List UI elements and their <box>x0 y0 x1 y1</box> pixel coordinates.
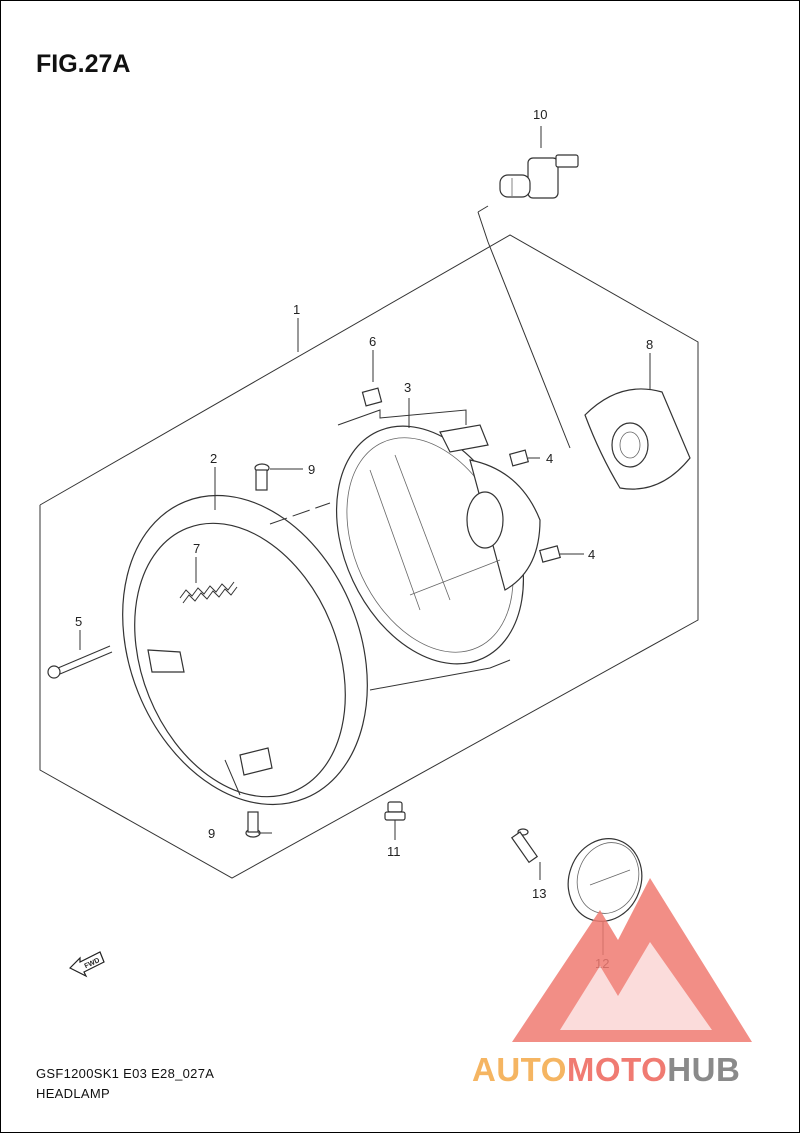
watermark-part-moto: MOTO <box>566 1051 668 1088</box>
cap-part-12 <box>567 838 643 922</box>
screw-part-9-bottom <box>245 811 261 838</box>
callout-4-lower: 4 <box>588 547 595 562</box>
watermark-part-hub: HUB <box>667 1051 741 1088</box>
nut-part-6 <box>361 387 383 407</box>
watermark-logo-icon <box>512 878 752 1042</box>
callout-4-upper: 4 <box>546 451 553 466</box>
watermark-text: AUTOMOTOHUB <box>472 1051 740 1089</box>
callout-7: 7 <box>193 541 200 556</box>
callout-8: 8 <box>646 337 653 352</box>
screw-part-9-top <box>254 463 270 491</box>
callout-1: 1 <box>293 302 300 317</box>
nut-part-4-lower <box>539 545 561 563</box>
watermark-part-auto: AUTO <box>472 1051 567 1088</box>
callout-6: 6 <box>369 334 376 349</box>
dust-cover-part-8 <box>584 388 691 490</box>
callout-11: 11 <box>387 844 401 859</box>
callout-5: 5 <box>75 614 82 629</box>
callout-10: 10 <box>533 107 547 122</box>
adjuster-part-13 <box>510 828 539 864</box>
fwd-arrow-icon: FWD <box>68 951 105 978</box>
screw-part-5 <box>47 645 113 679</box>
reflector-unit-part-3 <box>335 424 541 665</box>
nut-part-4-upper <box>508 449 530 467</box>
bolt-part-11 <box>384 801 406 821</box>
figure-title: FIG.27A <box>36 50 131 78</box>
model-code: GSF1200SK1 E03 E28_027A <box>36 1066 215 1081</box>
callout-9-upper: 9 <box>308 462 315 477</box>
callout-2: 2 <box>210 451 217 466</box>
assembly-outline <box>39 234 699 879</box>
bulb-part-10 <box>499 154 579 199</box>
spring-part-7 <box>179 581 238 604</box>
section-name: HEADLAMP <box>36 1086 110 1101</box>
callout-13: 13 <box>532 886 546 901</box>
callout-9-lower: 9 <box>208 826 215 841</box>
callout-3: 3 <box>404 380 411 395</box>
